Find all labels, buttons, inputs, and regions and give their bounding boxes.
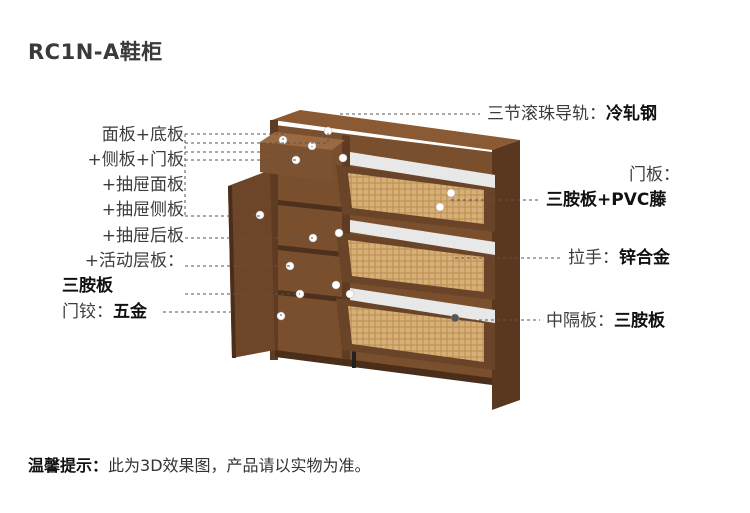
shelf [278,290,342,302]
label-drawer-front: +抽屉面板 [101,175,184,195]
cabinet-top [272,110,520,150]
label-movable-shelf: +活动层板： [84,251,184,271]
label-drawer-back: +抽屉后板 [101,226,184,246]
label-door: 门板： [629,165,680,185]
marker-dots [255,126,460,323]
flip-door-1 [336,152,495,232]
label-hinge: 门铰：五金 [62,302,147,322]
flip-door-2 [336,220,495,300]
cabinet-right-side [492,140,520,410]
label-divider: 中隔板：三胺板 [546,311,665,331]
label-door-material: 三胺板+PVC藤 [546,190,667,210]
product-title: RC1N-A鞋柜 [28,40,163,64]
label-rail: 三节滚珠导轨：冷轧钢 [487,104,657,124]
label-side-door: +侧板+门板 [87,150,185,170]
footer-note: 温馨提示：此为3D效果图，产品请以实物为准。 [28,456,371,475]
left-leader-lines [163,131,329,316]
label-drawer-side: +抽屉侧板 [101,200,184,220]
right-leader-lines [340,113,560,321]
cabinet-leg [352,350,356,368]
shelf [278,245,342,257]
label-left-material: 三胺板 [62,276,113,296]
cabinet-base [275,350,492,385]
label-panel-bottom: 面板+底板 [101,125,184,145]
shelf [278,200,342,212]
label-handle: 拉手：锌合金 [568,248,670,268]
